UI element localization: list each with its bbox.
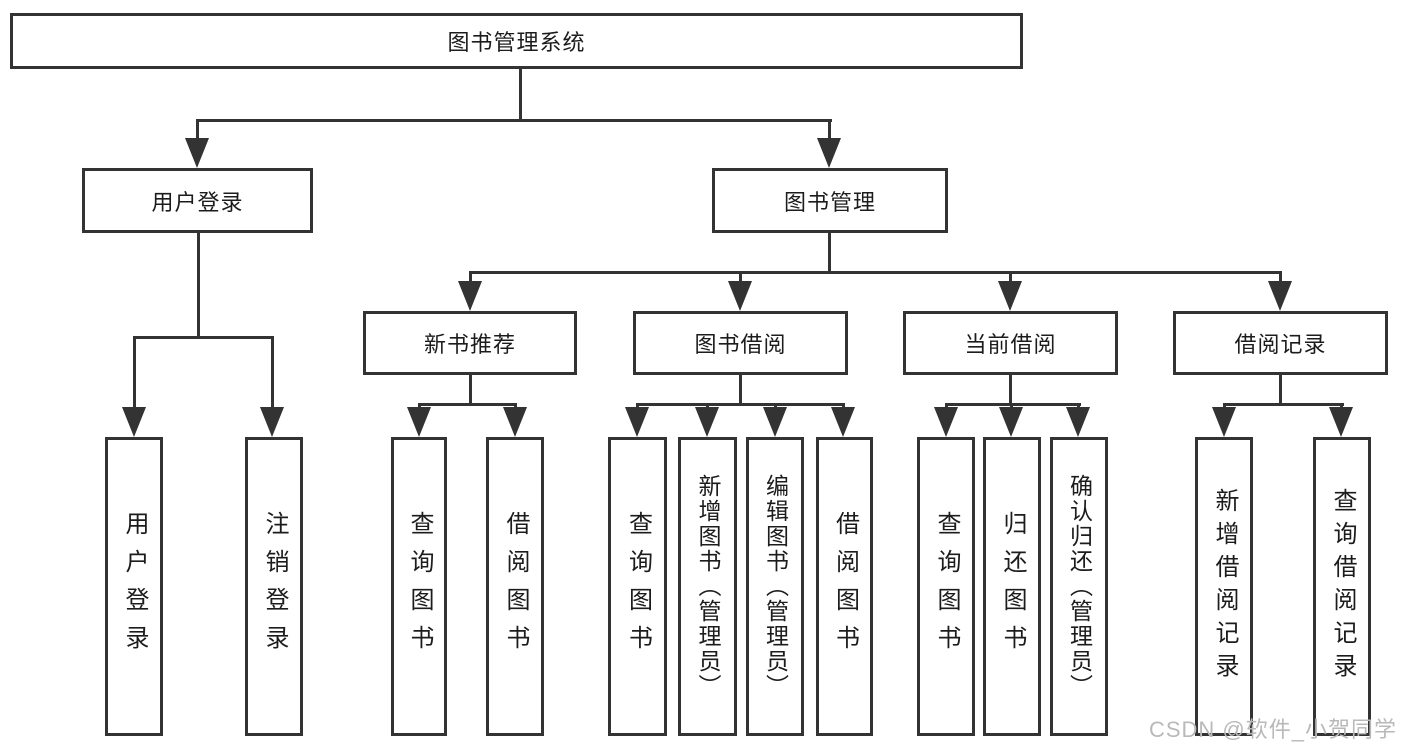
node-current-borrowing: 当前借阅 bbox=[903, 311, 1118, 375]
leaf-borrowing-borrow-books-label: 借阅图书 bbox=[831, 510, 859, 663]
connector-line bbox=[1009, 271, 1012, 283]
node-current-borrowing-label: 当前借阅 bbox=[964, 332, 1057, 357]
arrow-down-icon bbox=[1066, 407, 1090, 437]
arrow-down-icon bbox=[934, 407, 958, 437]
connector-line bbox=[133, 336, 136, 409]
leaf-logout: 注销登录 bbox=[245, 437, 303, 736]
node-book-borrowing-label: 图书借阅 bbox=[694, 332, 787, 357]
node-book-borrowing: 图书借阅 bbox=[633, 311, 848, 375]
arrow-down-icon bbox=[260, 407, 284, 437]
arrow-down-icon bbox=[695, 407, 719, 437]
leaf-current-confirm-return-admin-label: 确认归还（管理员） bbox=[1066, 474, 1093, 699]
arrow-down-icon bbox=[122, 407, 146, 437]
connector-line bbox=[1223, 403, 1344, 406]
connector-line bbox=[739, 271, 742, 283]
leaf-records-add-record: 新增借阅记录 bbox=[1195, 437, 1253, 736]
node-root: 图书管理系统 bbox=[10, 13, 1023, 69]
leaf-current-return-books-label: 归还图书 bbox=[999, 510, 1026, 663]
connector-line bbox=[1279, 374, 1282, 406]
node-book-management: 图书管理 bbox=[712, 168, 948, 233]
leaf-user-login: 用户登录 bbox=[105, 437, 163, 736]
node-user-login-label: 用户登录 bbox=[151, 189, 244, 215]
connector-line bbox=[739, 374, 742, 406]
leaf-records-add-record-label: 新增借阅记录 bbox=[1211, 487, 1238, 686]
connector-line bbox=[469, 271, 472, 283]
connector-line bbox=[196, 119, 199, 142]
arrow-down-icon bbox=[1212, 407, 1236, 437]
connector-line bbox=[133, 336, 274, 339]
connector-line bbox=[271, 336, 274, 409]
arrow-down-icon bbox=[763, 407, 787, 437]
node-user-login: 用户登录 bbox=[82, 168, 313, 233]
arrow-down-icon bbox=[998, 281, 1022, 311]
leaf-newbook-query-books: 查询图书 bbox=[391, 437, 447, 736]
connector-line bbox=[1279, 271, 1282, 283]
connector-line bbox=[469, 271, 1282, 274]
leaf-borrowing-borrow-books: 借阅图书 bbox=[816, 437, 873, 736]
arrow-down-icon bbox=[999, 407, 1023, 437]
leaf-newbook-query-books-label: 查询图书 bbox=[406, 510, 433, 663]
connector-line bbox=[519, 68, 522, 121]
leaf-borrowing-edit-books-admin: 编辑图书（管理员） bbox=[746, 437, 804, 736]
connector-line bbox=[196, 119, 832, 122]
leaf-current-confirm-return-admin: 确认归还（管理员） bbox=[1050, 437, 1108, 736]
leaf-borrowing-add-books-admin: 新增图书（管理员） bbox=[678, 437, 737, 736]
node-root-label: 图书管理系统 bbox=[447, 30, 586, 55]
node-new-book-recommend-label: 新书推荐 bbox=[423, 332, 516, 357]
leaf-user-login-label: 用户登录 bbox=[121, 510, 148, 663]
leaf-logout-label: 注销登录 bbox=[261, 510, 288, 663]
node-new-book-recommend: 新书推荐 bbox=[363, 311, 577, 375]
connector-line bbox=[197, 232, 200, 338]
arrow-down-icon bbox=[1268, 281, 1292, 311]
arrow-down-icon bbox=[728, 281, 752, 311]
leaf-records-query-record: 查询借阅记录 bbox=[1313, 437, 1371, 736]
connector-line bbox=[945, 403, 1081, 406]
leaf-borrowing-query-books-label: 查询图书 bbox=[624, 510, 652, 663]
connector-line bbox=[828, 119, 831, 142]
leaf-current-query-books-label: 查询图书 bbox=[933, 510, 960, 663]
arrow-down-icon bbox=[407, 407, 431, 437]
leaf-current-query-books: 查询图书 bbox=[917, 437, 975, 736]
arrow-down-icon bbox=[817, 138, 841, 168]
arrow-down-icon bbox=[831, 407, 855, 437]
leaf-newbook-borrow-books-label: 借阅图书 bbox=[502, 510, 529, 663]
leaf-current-return-books: 归还图书 bbox=[983, 437, 1041, 736]
node-borrowing-records: 借阅记录 bbox=[1173, 311, 1388, 375]
connector-line bbox=[418, 403, 516, 406]
arrow-down-icon bbox=[503, 407, 527, 437]
leaf-borrowing-add-books-admin-label: 新增图书（管理员） bbox=[695, 474, 721, 699]
connector-line bbox=[1009, 374, 1012, 406]
arrow-down-icon bbox=[1329, 407, 1353, 437]
leaf-borrowing-edit-books-admin-label: 编辑图书（管理员） bbox=[762, 474, 789, 699]
node-book-management-label: 图书管理 bbox=[783, 189, 876, 215]
leaf-borrowing-query-books: 查询图书 bbox=[608, 437, 667, 736]
connector-line bbox=[828, 232, 831, 274]
csdn-watermark: CSDN @软件_小贺同学 bbox=[1148, 717, 1397, 742]
leaf-records-query-record-label: 查询借阅记录 bbox=[1329, 487, 1356, 686]
connector-line bbox=[636, 403, 845, 406]
arrow-down-icon bbox=[458, 281, 482, 311]
arrow-down-icon bbox=[185, 138, 209, 168]
arrow-down-icon bbox=[625, 407, 649, 437]
connector-line bbox=[469, 374, 472, 406]
leaf-newbook-borrow-books: 借阅图书 bbox=[486, 437, 544, 736]
node-borrowing-records-label: 借阅记录 bbox=[1234, 332, 1327, 357]
